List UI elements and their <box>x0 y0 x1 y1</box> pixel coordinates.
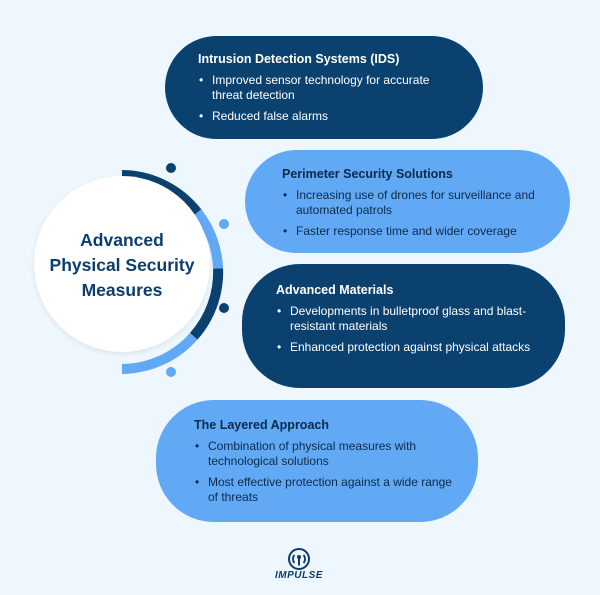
item-layered-approach: The Layered Approach Combination of phys… <box>156 400 478 522</box>
item-perimeter-security: Perimeter Security Solutions Increasing … <box>245 150 570 253</box>
item-intrusion-detection: Intrusion Detection Systems (IDS) Improv… <box>165 36 483 139</box>
ring-dot <box>166 367 176 377</box>
item-title: The Layered Approach <box>194 418 329 432</box>
bullet: Increasing use of drones for surveillanc… <box>282 188 550 218</box>
item-bullets: Improved sensor technology for accurate … <box>198 73 463 124</box>
item-title: Intrusion Detection Systems (IDS) <box>198 52 400 66</box>
bullet: Enhanced protection against physical att… <box>276 340 545 355</box>
item-advanced-materials: Advanced Materials Developments in bulle… <box>242 264 565 388</box>
bullet: Improved sensor technology for accurate … <box>198 73 463 103</box>
impulse-logo: IMPULSE <box>266 548 332 582</box>
ring-dot <box>166 163 176 173</box>
item-bullets: Increasing use of drones for surveillanc… <box>282 188 550 239</box>
bullet: Most effective protection against a wide… <box>194 475 458 505</box>
item-title: Perimeter Security Solutions <box>282 167 453 181</box>
center-circle: Advanced Physical Security Measures <box>34 176 210 352</box>
bullet: Faster response time and wider coverage <box>282 224 550 239</box>
item-bullets: Developments in bulletproof glass and bl… <box>276 304 545 355</box>
ring-dot <box>219 303 229 313</box>
ring-dot <box>219 219 229 229</box>
bullet: Combination of physical measures with te… <box>194 439 458 469</box>
signal-tower-icon <box>288 548 310 570</box>
item-title: Advanced Materials <box>276 283 394 297</box>
item-bullets: Combination of physical measures with te… <box>194 439 458 505</box>
bullet: Reduced false alarms <box>198 109 463 124</box>
center-title: Advanced Physical Security Measures <box>49 229 195 300</box>
logo-text: IMPULSE <box>275 570 323 581</box>
bullet: Developments in bulletproof glass and bl… <box>276 304 545 334</box>
